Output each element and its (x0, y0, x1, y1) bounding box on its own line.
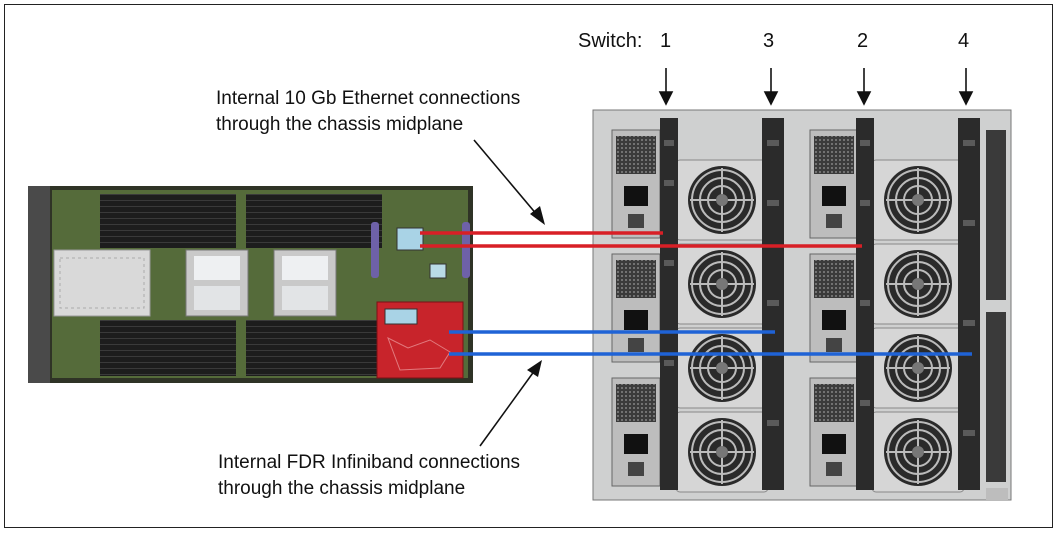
switch-label-prefix: Switch: (578, 30, 642, 52)
switch-bay-1 (660, 118, 678, 490)
ethernet-connections (420, 231, 862, 248)
ethernet-adapter (396, 227, 424, 251)
ethernet-pointer-arrow (473, 139, 545, 225)
dimm-bank-bottom-right (246, 320, 382, 376)
ethernet-annotation-line1: Internal 10 Gb Ethernet connections (216, 88, 520, 109)
infiniband-annotation-line1: Internal FDR Infiniband connections (218, 452, 520, 473)
node-front-bezel (28, 186, 50, 383)
switch-label-1: 1 (660, 30, 671, 52)
dimm-bank-top-right (246, 194, 382, 248)
dimm-bank-bottom-left (100, 320, 236, 376)
management-module-2 (986, 312, 1006, 482)
dimm-bank-top-left (100, 194, 236, 248)
ethernet-annotation-line2: through the chassis midplane (216, 114, 463, 135)
management-module-1 (986, 130, 1006, 300)
switch-label-3: 3 (763, 30, 774, 52)
infiniband-connections (449, 330, 972, 356)
chassis-rear (592, 109, 1012, 501)
compute-node (28, 186, 473, 383)
switch-label-4: 4 (958, 30, 969, 52)
switch-label-2: 2 (857, 30, 868, 52)
infiniband-pointer-arrow (479, 360, 542, 447)
infiniband-annotation-line2: through the chassis midplane (218, 478, 465, 499)
switch-arrows (658, 68, 974, 106)
heatsink (53, 249, 151, 317)
switch-bay-4 (958, 118, 980, 490)
